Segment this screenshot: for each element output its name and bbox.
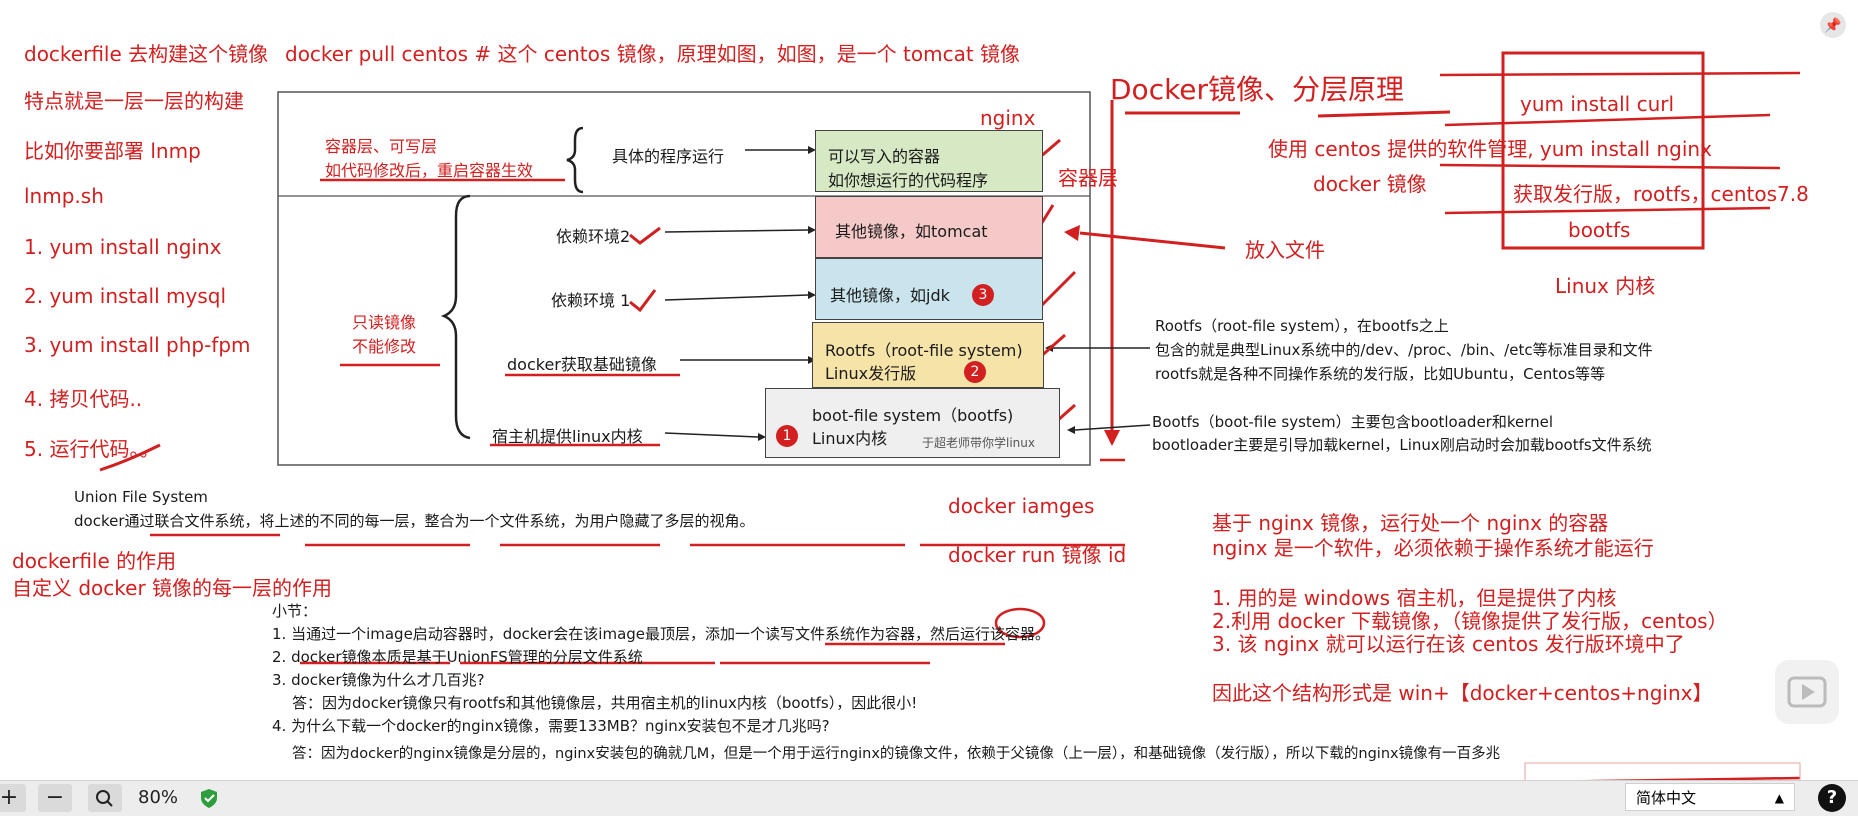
nginx-label: nginx — [980, 106, 1036, 130]
viewer-toolbar: + − 80% 简体中文 ▲ ? — [0, 780, 1858, 816]
left-note-step: 4. 拷贝代码.. — [24, 387, 143, 411]
container-layer-note: 容器层 — [1058, 166, 1118, 190]
layer-text: Linux内核 — [812, 429, 888, 448]
zoom-level: 80% — [138, 787, 179, 808]
shield-check-icon — [198, 787, 220, 814]
left-note-step: 1. yum install nginx — [24, 235, 222, 259]
main-title: Docker镜像、分层原理 — [1110, 73, 1405, 106]
dependency-label: 依赖环境 1 — [551, 291, 631, 310]
docker-image-note: docker 镜像 — [1313, 172, 1427, 196]
dependency-label: 依赖环境2 — [556, 227, 631, 246]
docker-run-cmd: docker run 镜像 id — [948, 543, 1127, 567]
left-note-line: lnmp.sh — [24, 184, 104, 208]
union-fs-description: docker通过联合文件系统，将上述的不同的每一层，整合为一个文件系统，为用户隐… — [74, 512, 755, 530]
magnifier-icon — [96, 790, 113, 807]
badge-1: 1 — [776, 425, 798, 447]
badge-2: 2 — [964, 361, 986, 383]
layer-text: 可以写入的容器 — [828, 147, 941, 166]
left-note-line: 特点就是一层一层的构建 — [24, 89, 244, 113]
left-note-step: 5. 运行代码。。 — [24, 437, 160, 461]
layer-jdk — [815, 258, 1043, 320]
put-file-note: 放入文件 — [1245, 238, 1325, 262]
language-select[interactable]: 简体中文 ▲ — [1625, 783, 1795, 811]
watermark-text: 于超老师带你学linux — [922, 436, 1035, 450]
summary-heading: 小节： — [272, 602, 318, 620]
summary-item: 3. docker镜像为什么才几百兆? — [272, 671, 485, 689]
docker-pull-note: docker pull centos # 这个 centos 镜像，原理如图，如… — [285, 42, 1021, 66]
bootfs-description: bootloader主要是引导加载kernel，Linux刚启动时会加载boot… — [1152, 436, 1652, 454]
readonly-label: 只读镜像 — [352, 313, 417, 332]
union-fs-title: Union File System — [74, 488, 208, 506]
left-note-line: 比如你要部署 lnmp — [24, 139, 201, 163]
zoom-reset-button[interactable] — [88, 784, 122, 812]
container-layer-label: 容器层、可写层 — [325, 137, 438, 156]
bootfs-note: bootfs — [1568, 218, 1631, 242]
container-layer-label: 如代码修改后，重启容器生效 — [325, 161, 534, 180]
play-button[interactable] — [1775, 660, 1839, 724]
layer-text: boot-file system（bootfs) — [812, 406, 1014, 425]
dockerfile-role-title: dockerfile 的作用 — [12, 549, 177, 573]
nginx-note: nginx 是一个软件，必须依赖于操作系统才能运行 — [1212, 536, 1654, 560]
language-value: 简体中文 — [1636, 789, 1697, 807]
nginx-point: 2.利用 docker 下载镜像，（镜像提供了发行版，centos） — [1212, 609, 1728, 633]
nginx-note: 基于 nginx 镜像，运行处一个 nginx 的容器 — [1212, 511, 1609, 535]
host-kernel-label: 宿主机提供linux内核 — [492, 427, 643, 446]
layer-text: 其他镜像，如tomcat — [835, 222, 988, 241]
layer-tomcat — [815, 196, 1043, 258]
left-note-step: 3. yum install php-fpm — [24, 333, 251, 357]
base-image-label: docker获取基础镜像 — [507, 355, 657, 374]
layer-bootfs — [765, 388, 1060, 458]
yum-nginx-note: 使用 centos 提供的软件管理, yum install nginx — [1268, 137, 1712, 161]
pin-icon[interactable]: 📌 — [1820, 12, 1846, 38]
release-note: 获取发行版，rootfs，centos7.8 — [1513, 182, 1809, 206]
rootfs-description: 包含的就是典型Linux系统中的/dev、/proc、/bin、/etc等标准目… — [1155, 341, 1653, 359]
layer-text: Linux发行版 — [825, 364, 917, 383]
layer-text: 如你想运行的代码程序 — [828, 171, 989, 190]
layer-rootfs — [812, 322, 1044, 388]
layer-text: Rootfs（root-file system) — [825, 341, 1023, 360]
nginx-point: 3. 该 nginx 就可以运行在该 centos 发行版环境中了 — [1212, 632, 1685, 656]
rootfs-description: rootfs就是各种不同操作系统的发行版，比如Ubuntu，Centos等等 — [1155, 365, 1606, 383]
program-run-label: 具体的程序运行 — [612, 147, 725, 166]
yum-curl-note: yum install curl — [1520, 92, 1675, 116]
left-note-title: dockerfile 去构建这个镜像 — [24, 42, 269, 66]
readonly-label: 不能修改 — [352, 337, 417, 356]
chevron-up-icon: ▲ — [1774, 791, 1784, 805]
summary-item: 1. 当通过一个image启动容器时，docker会在该image最顶层，添加一… — [272, 625, 1051, 643]
nginx-point: 1. 用的是 windows 宿主机，但是提供了内核 — [1212, 586, 1617, 610]
badge-3: 3 — [972, 284, 994, 306]
summary-answer: 答：因为docker镜像只有rootfs和其他镜像层，共用宿主机的linux内核… — [292, 694, 918, 712]
docker-images-cmd: docker iamges — [948, 494, 1095, 518]
linux-kernel-note: Linux 内核 — [1555, 274, 1656, 298]
layer-text: 其他镜像，如jdk — [830, 286, 950, 305]
left-note-step: 2. yum install mysql — [24, 284, 227, 308]
play-icon — [1787, 676, 1827, 708]
zoom-out-button[interactable]: − — [38, 784, 72, 812]
help-button[interactable]: ? — [1818, 784, 1846, 812]
bootfs-description: Bootfs（boot-file system）主要包含bootloader和k… — [1152, 413, 1554, 431]
zoom-in-button[interactable]: + — [0, 784, 26, 812]
summary-answer: 答：因为docker的nginx镜像是分层的，nginx安装包的确就几M，但是一… — [292, 746, 1501, 762]
dockerfile-role-desc: 自定义 docker 镜像的每一层的作用 — [12, 576, 333, 600]
summary-item: 4. 为什么下载一个docker的nginx镜像，需要133MB？nginx安装… — [272, 717, 830, 735]
structure-conclusion: 因此这个结构形式是 win+【docker+centos+nginx】 — [1212, 681, 1713, 705]
layer-writable-container — [815, 130, 1043, 192]
rootfs-description: Rootfs（root-file system），在bootfs之上 — [1155, 317, 1449, 335]
summary-item: 2. docker镜像本质是基于UnionFS管理的分层文件系统 — [272, 648, 643, 666]
